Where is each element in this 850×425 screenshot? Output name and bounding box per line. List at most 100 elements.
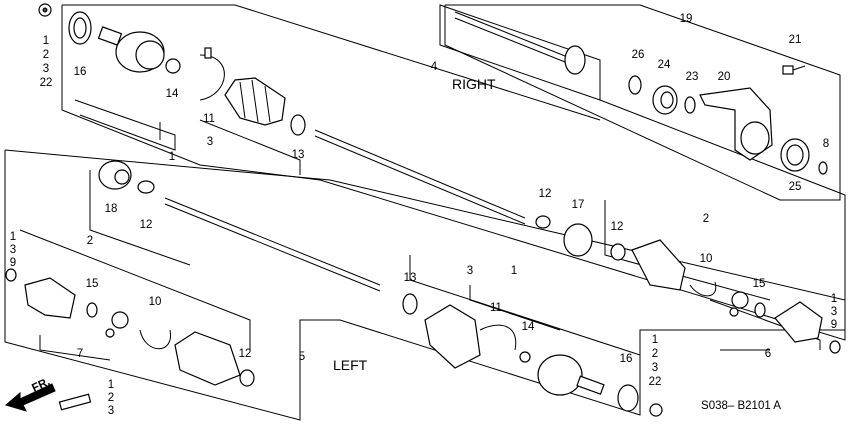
callout-1-bottom: 1 bbox=[511, 265, 517, 277]
part-inner-joint-right bbox=[774, 301, 823, 343]
callout-2-left: 2 bbox=[87, 235, 93, 247]
callout-3: 3 bbox=[108, 405, 114, 417]
part-band-11-bottom bbox=[479, 324, 517, 351]
callout-18: 18 bbox=[105, 203, 118, 215]
callout-21: 21 bbox=[789, 34, 802, 46]
callout-11-bottom: 11 bbox=[490, 302, 502, 314]
callout-9: 9 bbox=[10, 257, 16, 269]
callout-3-top: 3 bbox=[207, 136, 213, 148]
drawing-code: S038– B2101 A bbox=[701, 400, 781, 412]
part-shaft-left bbox=[164, 197, 381, 292]
callout-1: 1 bbox=[652, 334, 658, 346]
callout-23: 23 bbox=[686, 71, 699, 83]
callout-stack-bottom-right: 1 2 3 22 bbox=[649, 334, 662, 388]
part-band-11-top bbox=[199, 47, 225, 101]
callout-13-top: 13 bbox=[292, 149, 305, 161]
callout-20: 20 bbox=[718, 71, 731, 83]
callout-5: 5 bbox=[299, 351, 305, 363]
callout-17: 17 bbox=[572, 199, 585, 211]
callout-22: 22 bbox=[649, 376, 662, 388]
part-bolt-21 bbox=[782, 65, 806, 75]
part-band-12-left bbox=[239, 369, 255, 387]
part-clip-23 bbox=[684, 96, 696, 114]
callout-4: 4 bbox=[431, 61, 438, 73]
part-damper-17 bbox=[563, 223, 593, 257]
callout-3: 3 bbox=[652, 362, 658, 374]
callout-14-bottom: 14 bbox=[522, 321, 535, 333]
callout-10-right: 10 bbox=[700, 253, 713, 265]
callout-19: 19 bbox=[680, 13, 693, 25]
callout-25: 25 bbox=[789, 181, 802, 193]
part-band-13-bottom bbox=[402, 293, 418, 315]
part-boot-right bbox=[631, 239, 686, 291]
part-clip-14-bottom bbox=[519, 351, 531, 363]
part-clip-15-right bbox=[754, 302, 766, 318]
callout-1-top: 1 bbox=[169, 151, 175, 163]
callout-11-top: 11 bbox=[203, 113, 215, 125]
callout-1: 1 bbox=[10, 231, 16, 243]
callout-15-left: 15 bbox=[86, 278, 99, 290]
front-direction-arrow: FR. bbox=[4, 376, 56, 412]
part-intermediate-shaft bbox=[454, 11, 586, 75]
part-ring-top-left bbox=[38, 3, 52, 17]
callout-15-right: 15 bbox=[753, 278, 766, 290]
callout-3-bottom: 3 bbox=[467, 265, 473, 277]
callout-2: 2 bbox=[43, 49, 49, 61]
callout-12-left: 12 bbox=[239, 348, 252, 360]
callout-12-right: 12 bbox=[611, 221, 624, 233]
callout-9: 9 bbox=[831, 319, 837, 331]
part-damper-18 bbox=[98, 160, 132, 190]
part-spider-6 bbox=[729, 291, 749, 317]
part-clip-15-left bbox=[86, 302, 98, 318]
callout-6: 6 bbox=[765, 348, 771, 360]
callout-2: 2 bbox=[652, 348, 658, 360]
part-outer-joint-bottom bbox=[537, 354, 605, 396]
part-boot-left bbox=[174, 331, 241, 386]
part-shaft-right bbox=[314, 129, 526, 225]
callout-8: 8 bbox=[823, 138, 829, 150]
callout-12-upper: 12 bbox=[140, 219, 153, 231]
callout-7: 7 bbox=[77, 348, 83, 360]
callout-stack-fr: 1 2 3 bbox=[108, 379, 114, 417]
callout-1: 1 bbox=[43, 35, 49, 47]
callout-10-left: 10 bbox=[149, 296, 162, 308]
callout-24: 24 bbox=[658, 59, 671, 71]
callout-16-bottom: 16 bbox=[620, 353, 633, 365]
callout-1: 1 bbox=[831, 293, 837, 305]
part-band-12-upper bbox=[137, 180, 155, 194]
part-grease-tube bbox=[58, 393, 92, 411]
part-band-13-top bbox=[290, 114, 306, 136]
part-seal-16-top bbox=[68, 11, 92, 45]
left-side-label: LEFT bbox=[333, 357, 368, 373]
callout-3: 3 bbox=[10, 244, 16, 256]
callout-12-mid: 12 bbox=[539, 188, 552, 200]
part-boot-top bbox=[224, 77, 286, 126]
callout-stack-top-left: 1 2 3 22 bbox=[40, 35, 53, 89]
callout-3: 3 bbox=[43, 63, 49, 75]
part-clip-26 bbox=[628, 75, 642, 95]
callout-2: 2 bbox=[108, 392, 114, 404]
part-bearing-24 bbox=[652, 85, 678, 115]
callout-stack-right: 1 3 9 bbox=[831, 293, 837, 331]
part-clip-9-left bbox=[5, 268, 17, 282]
callout-22: 22 bbox=[40, 77, 53, 89]
part-boot-bottom bbox=[424, 304, 481, 369]
callout-16-top: 16 bbox=[74, 66, 87, 78]
part-inner-joint-left bbox=[24, 277, 76, 319]
callout-2-right: 2 bbox=[703, 213, 709, 225]
part-band-12-right bbox=[610, 243, 626, 261]
part-outer-joint-top bbox=[97, 26, 165, 73]
part-clip-8 bbox=[818, 161, 828, 175]
part-spider-7 bbox=[105, 311, 129, 338]
part-bracket-20 bbox=[699, 87, 773, 161]
callout-1: 1 bbox=[108, 379, 114, 391]
part-clip-14-top bbox=[165, 58, 181, 74]
callout-stack-left: 1 3 9 bbox=[10, 231, 16, 269]
part-seal-16-bottom bbox=[617, 384, 639, 412]
callout-13-bottom: 13 bbox=[404, 272, 417, 284]
callout-14-top: 14 bbox=[166, 88, 179, 100]
assembly-frames bbox=[4, 4, 846, 421]
part-clip-9-right bbox=[829, 340, 841, 354]
